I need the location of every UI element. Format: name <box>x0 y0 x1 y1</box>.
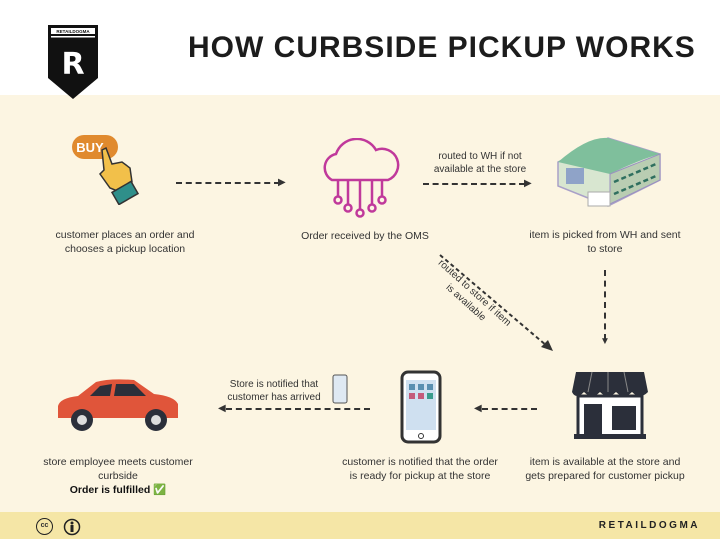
arrow-oms-to-store <box>439 254 553 351</box>
svg-text:BUY: BUY <box>76 140 104 155</box>
page-title: HOW CURBSIDE PICKUP WORKS <box>188 31 696 64</box>
arrow-customer-to-store <box>226 408 370 410</box>
step-store-caption: item is available at the store and gets … <box>525 456 685 482</box>
arrow-store-to-customer <box>482 408 537 410</box>
arrowhead-left: ◀ <box>218 403 226 414</box>
arrowhead-left: ◀ <box>474 403 482 414</box>
label-customer-arrived: Store is notified that customer has arri… <box>227 379 321 403</box>
small-phone-icon <box>332 374 348 404</box>
check-icon: ✅ <box>153 484 167 496</box>
arrow-oms-to-wh <box>423 183 525 185</box>
retaildogma-logo: RETAILDOGMA R <box>48 25 98 99</box>
svg-text:RETAILDOGMA: RETAILDOGMA <box>56 29 90 34</box>
arrow-wh-to-store <box>604 270 606 340</box>
arrowhead-right: ▶ <box>278 177 286 188</box>
warehouse-icon <box>557 137 661 207</box>
creative-commons-icon: cc <box>36 518 53 535</box>
car-icon <box>58 379 178 431</box>
step-warehouse-caption: item is picked from WH and sent to store <box>529 229 681 255</box>
storefront-icon <box>572 371 648 439</box>
attribution-icon <box>63 518 81 536</box>
arrow-order-to-oms <box>176 182 280 184</box>
arrowhead-down: ▼ <box>600 336 610 347</box>
order-fulfilled-text: Order is fulfilled <box>69 484 151 496</box>
cloud-network-icon <box>323 138 400 218</box>
step-oms-caption: Order received by the OMS <box>301 230 429 242</box>
footer-bar <box>0 512 720 539</box>
arrowhead-right: ▶ <box>524 178 532 189</box>
curbside-text: store employee meets customer curbside <box>43 456 193 482</box>
footer-brand: RETAILDOGMA <box>598 520 700 531</box>
label-routed-to-wh: routed to WH if not available at the sto… <box>433 151 527 175</box>
step-curbside-caption: store employee meets customer curbside O… <box>38 455 198 497</box>
svg-text:R: R <box>61 47 84 82</box>
step-notify-caption: customer is notified that the order is r… <box>342 456 498 482</box>
step-order-caption: customer places an order and chooses a p… <box>55 229 195 255</box>
buy-hand-icon: BUY <box>72 135 140 205</box>
smartphone-icon <box>400 370 442 444</box>
